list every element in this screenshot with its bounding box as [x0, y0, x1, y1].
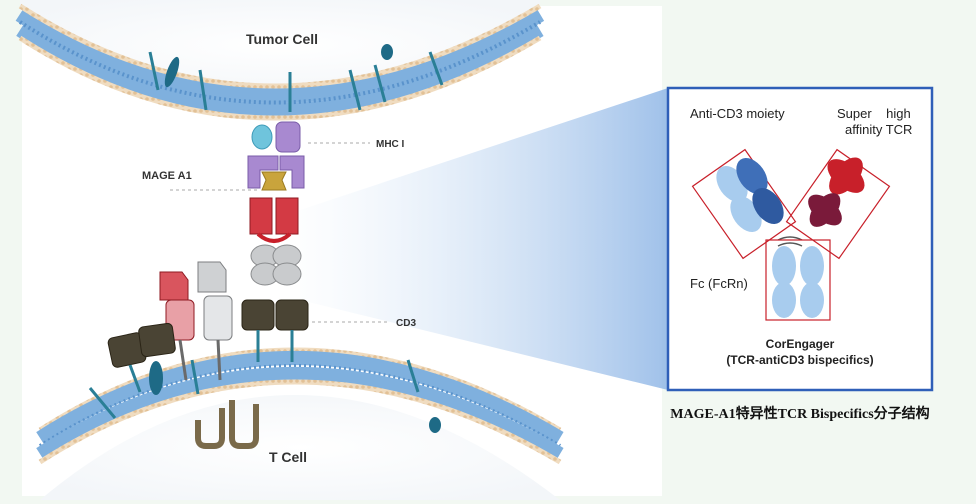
tumor-cell-membrane — [15, 0, 545, 121]
fc-region — [765, 239, 831, 321]
tcr-label-line1: Super high — [837, 106, 911, 121]
tumor-cell-label: Tumor Cell — [246, 31, 318, 47]
cd3-complex — [107, 299, 309, 393]
t-cell-membrane — [36, 347, 564, 500]
tcr-label-line2: affinity TCR — [845, 122, 912, 137]
tcr-receptor — [159, 261, 233, 381]
anti-cd3-arm — [691, 148, 797, 260]
bispecific-molecule — [249, 197, 302, 286]
anti-cd3-label: Anti-CD3 moiety — [690, 106, 785, 121]
cd3-label: CD3 — [396, 318, 416, 329]
hinge-lower — [777, 242, 803, 247]
signaling-tails — [195, 400, 259, 449]
fc-label: Fc (FcRn) — [690, 276, 748, 291]
molecule-desc: (TCR-antiCD3 bispecifics) — [726, 353, 873, 367]
mage-a1-peptide — [261, 171, 287, 191]
mhc-i-complex — [247, 121, 305, 189]
hinge-upper — [777, 236, 803, 241]
mage-label: MAGE A1 — [142, 170, 192, 182]
tcr-arm — [785, 148, 891, 260]
zoom-beam — [300, 88, 668, 390]
molecule-name: CorEngager — [766, 337, 835, 351]
figure-caption: MAGE-A1特异性TCR Bispecifics分子结构 — [670, 405, 929, 422]
mhc-label: MHC I — [376, 139, 405, 150]
t-cell-label: T Cell — [269, 449, 307, 465]
